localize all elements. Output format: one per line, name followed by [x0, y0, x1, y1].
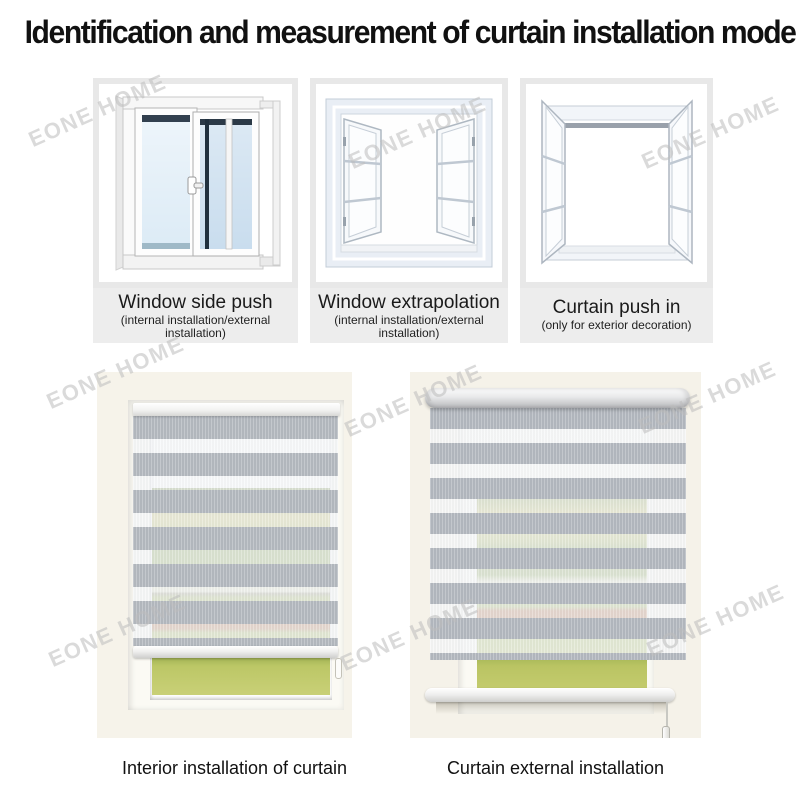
interior-installation-photo [97, 372, 352, 738]
outward-opening-window-illustration [540, 99, 693, 265]
caption-window-extrapolation: Window extrapolation (internal installat… [310, 288, 508, 343]
blind-headrail [133, 403, 340, 416]
mode-name: Window extrapolation [318, 292, 500, 313]
window-side-push-panel [93, 78, 298, 288]
sliding-window-illustration [115, 95, 280, 271]
window-handle [335, 658, 342, 679]
pull-cord-pendant [662, 726, 670, 738]
caption-window-side-push: Window side push (internal installation/… [93, 288, 298, 343]
caption-curtain-push-in: Curtain push in (only for exterior decor… [520, 288, 713, 343]
zebra-blind-fabric [133, 416, 338, 646]
blind-bottom-rail [133, 646, 338, 658]
pull-cord [666, 702, 668, 728]
zebra-blind-fabric [430, 408, 686, 660]
mode-name: Window side push [118, 292, 273, 313]
inward-opening-window-illustration [325, 98, 493, 268]
external-installation-photo [410, 372, 701, 738]
mode-note: (internal installation/external installa… [120, 313, 271, 340]
roller-cassette [425, 388, 690, 408]
blind-bottom-rail [425, 688, 675, 702]
curtain-push-in-panel [520, 78, 713, 288]
mode-note: (only for exterior decoration) [541, 318, 692, 332]
mode-name: Curtain push in [552, 297, 681, 318]
window-extrapolation-panel [310, 78, 508, 288]
recess-shadow [436, 702, 666, 714]
mode-note: (internal installation/external installa… [334, 313, 484, 340]
external-installation-label: Curtain external installation [446, 758, 665, 778]
interior-installation-label: Interior installation of curtain [121, 758, 348, 778]
page-title: Identification and measurement of curtai… [24, 14, 797, 50]
